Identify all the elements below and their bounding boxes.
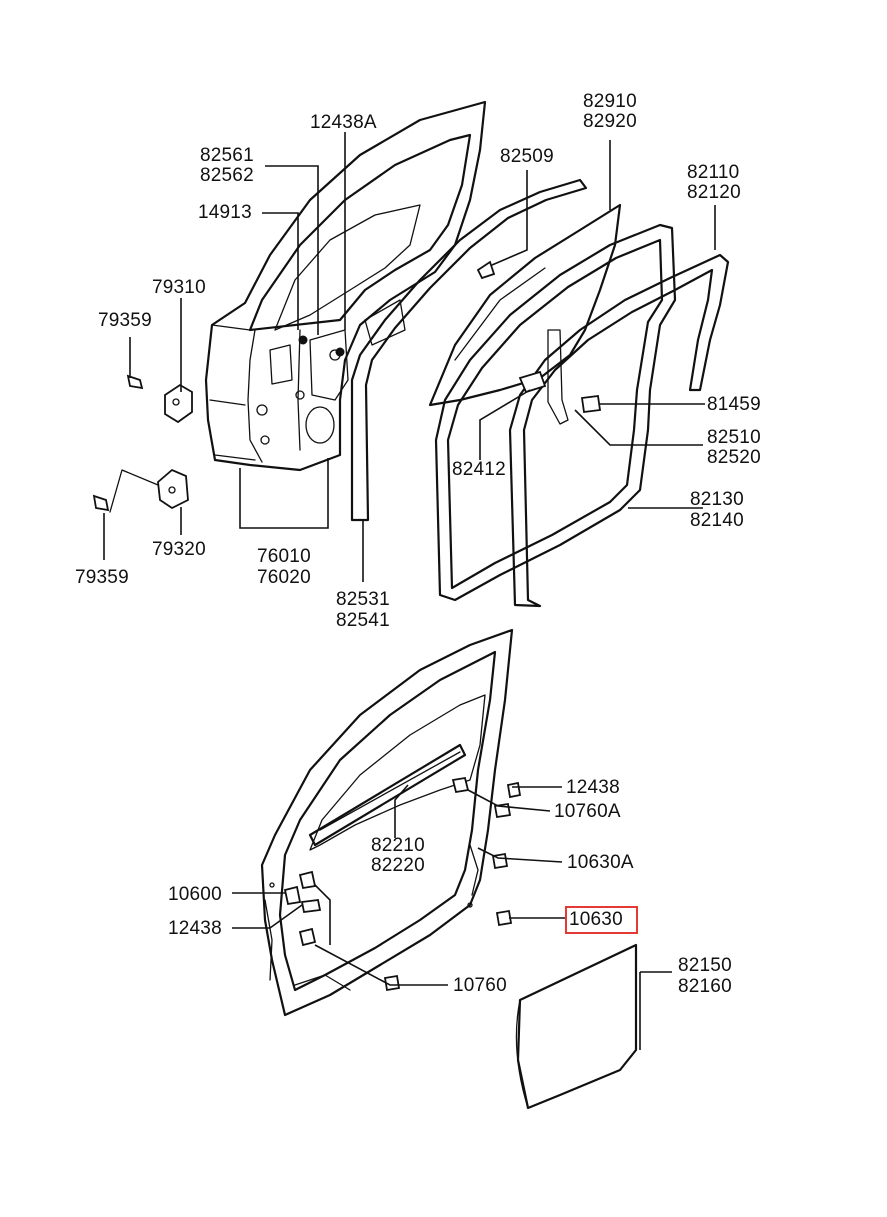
label-79359-bottom: 79359 — [75, 567, 129, 588]
label-82562: 82562 — [200, 165, 254, 186]
label-82520: 82520 — [707, 447, 761, 468]
label-10600: 10600 — [168, 884, 222, 905]
label-81459: 81459 — [707, 394, 761, 415]
label-12438A: 12438A — [310, 112, 377, 133]
label-79359-top: 79359 — [98, 310, 152, 331]
label-82541: 82541 — [336, 610, 390, 631]
label-82120: 82120 — [687, 182, 741, 203]
weatherstrip-82130 — [434, 223, 677, 602]
label-79310: 79310 — [152, 277, 206, 298]
label-14913: 14913 — [198, 202, 252, 223]
label-10630: 10630 — [569, 909, 623, 930]
label-82220: 82220 — [371, 855, 425, 876]
label-82140: 82140 — [690, 510, 744, 531]
label-82910: 82910 — [583, 91, 637, 112]
door-outer-panel — [260, 628, 514, 1017]
hinge-79320 — [92, 468, 189, 513]
label-82920: 82920 — [583, 111, 637, 132]
label-12438-left: 12438 — [168, 918, 222, 939]
label-76020: 76020 — [257, 567, 311, 588]
fasteners-bottom — [283, 776, 522, 992]
door-panel-76010 — [204, 100, 487, 472]
label-79320: 79320 — [152, 539, 206, 560]
label-82160: 82160 — [678, 976, 732, 997]
label-82510: 82510 — [707, 427, 761, 448]
weatherstrip-82110 — [508, 253, 730, 608]
label-82412: 82412 — [452, 459, 506, 480]
label-76010: 76010 — [257, 546, 311, 567]
label-82130: 82130 — [690, 489, 744, 510]
highlight-box-10630 — [565, 906, 638, 934]
label-82110: 82110 — [687, 162, 740, 183]
trim-82150 — [515, 943, 638, 1110]
hinge-79310 — [126, 374, 193, 424]
label-82561: 82561 — [200, 145, 254, 166]
label-10630A: 10630A — [567, 852, 634, 873]
label-82150: 82150 — [678, 955, 732, 976]
label-82210: 82210 — [371, 835, 425, 856]
door-glass-82412 — [428, 203, 622, 407]
label-10760: 10760 — [453, 975, 507, 996]
label-82509: 82509 — [500, 146, 554, 167]
channel-82531 — [350, 178, 588, 522]
label-82531: 82531 — [336, 589, 390, 610]
bracket-82510 — [518, 329, 602, 425]
label-12438-right: 12438 — [566, 777, 620, 798]
label-10760A: 10760A — [554, 801, 621, 822]
